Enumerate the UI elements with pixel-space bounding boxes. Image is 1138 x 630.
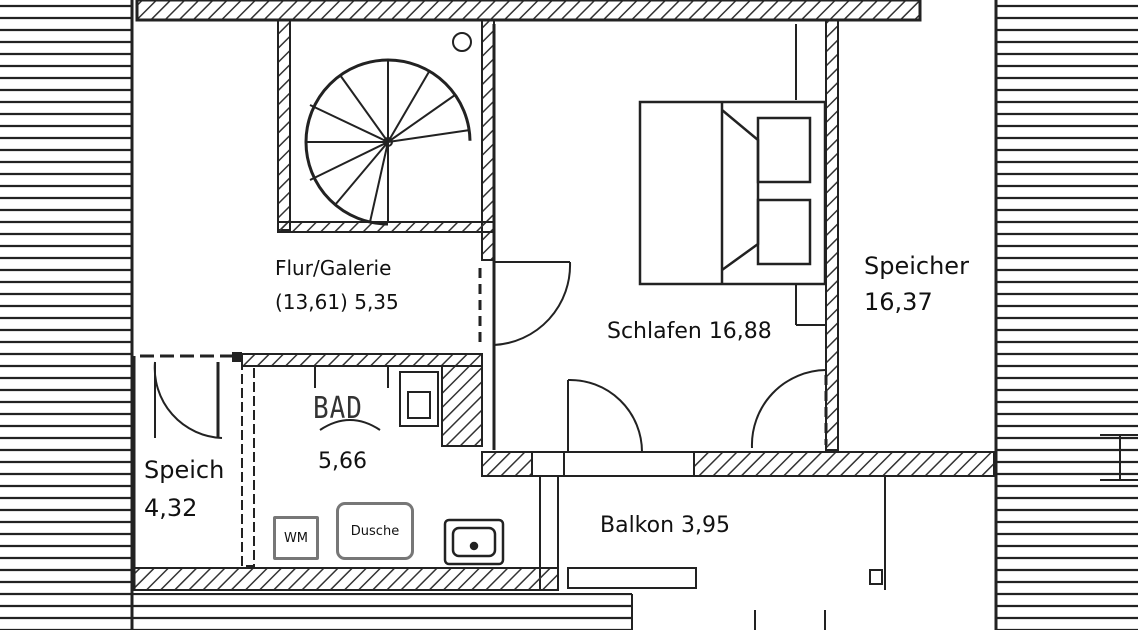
washing-machine-label: WM — [283, 530, 309, 546]
bottom-wall — [132, 356, 559, 591]
flur-room-name: Flur/Galerie — [275, 256, 392, 280]
bad-room-area: 5,66 — [318, 449, 367, 474]
top-wall — [135, 0, 922, 22]
washing-machine-box: WM — [273, 516, 319, 560]
roof-bottom — [132, 593, 826, 630]
bathroom-walls — [241, 353, 483, 567]
roof-left — [0, 0, 134, 630]
speicher-door — [750, 369, 828, 449]
bedroom-door — [478, 261, 572, 346]
bathroom-sink — [443, 518, 505, 566]
speich-room-area: 4,32 — [144, 494, 198, 522]
schlafen-room-label: Schlafen 16,88 — [607, 319, 772, 344]
speicher-room-name: Speicher — [864, 252, 969, 280]
balcony-door — [567, 378, 643, 453]
shower-label: Dusche — [350, 523, 400, 539]
spiral-staircase — [304, 58, 472, 226]
bad-room-stamp: BAD — [313, 391, 363, 427]
shower-box: Dusche — [336, 502, 414, 560]
roof-right-details — [1100, 434, 1138, 481]
roof-right — [994, 0, 1138, 630]
speich-room-name: Speich — [144, 456, 225, 484]
bedroom-walls — [492, 19, 839, 451]
double-bed — [638, 100, 827, 286]
flur-room-area: (13,61) 5,35 — [275, 290, 399, 314]
speicher-room-area: 16,37 — [864, 288, 933, 316]
bedroom-bottom-wall — [481, 451, 995, 477]
balkon-room-label: Balkon 3,95 — [600, 513, 731, 538]
flur-lower-walls — [140, 352, 242, 439]
